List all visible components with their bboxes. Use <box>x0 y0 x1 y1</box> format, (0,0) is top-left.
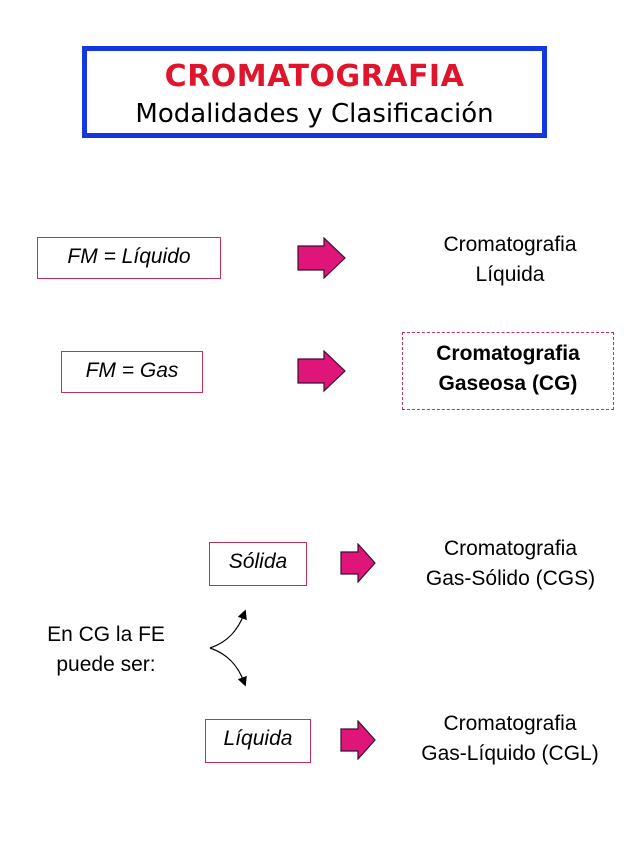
fe-question: En CG la FE puede ser: <box>18 620 194 680</box>
result-liquid: Cromatografia Líquida <box>395 230 625 290</box>
result-solid-line2: Gas-Sólido (CGS) <box>425 567 596 590</box>
fe-liquid-box: Líquida <box>205 719 311 763</box>
page-title: CROMATOGRAFIA <box>164 59 465 94</box>
result-liquid-line1: Cromatografia <box>443 233 577 256</box>
fe-solid-label: Sólida <box>228 550 288 573</box>
result-solid: Cromatografia Gas-Sólido (CGS) <box>388 534 633 594</box>
fe-question-line2: puede ser: <box>56 653 156 676</box>
result-gas-box: Cromatografia Gaseosa (CG) <box>402 332 614 410</box>
right-block-arrow-icon <box>340 543 376 583</box>
result-solid-line1: Cromatografia <box>443 537 578 560</box>
branch-arrows-icon <box>209 609 247 687</box>
fm-gas-label: FM = Gas <box>85 359 179 382</box>
title-box: CROMATOGRAFIA Modalidades y Clasificació… <box>82 46 547 138</box>
fe-question-line1: En CG la FE <box>47 623 165 646</box>
result-gl: Cromatografia Gas-Líquido (CGL) <box>385 709 635 769</box>
page-subtitle: Modalidades y Clasificación <box>135 99 494 129</box>
result-gas-line1: Cromatografia <box>436 342 580 365</box>
result-gl-line2: Gas-Líquido (CGL) <box>421 742 599 765</box>
right-block-arrow-icon <box>297 237 346 279</box>
fe-liquid-label: Líquida <box>223 727 293 750</box>
result-liquid-line2: Líquida <box>475 263 545 286</box>
result-gas-line2: Gaseosa (CG) <box>438 372 578 395</box>
fm-liquid-box: FM = Líquido <box>37 237 221 279</box>
fm-gas-box: FM = Gas <box>61 351 203 393</box>
fe-solid-box: Sólida <box>209 542 307 586</box>
right-block-arrow-icon <box>297 350 346 392</box>
fm-liquid-label: FM = Líquido <box>67 245 191 268</box>
result-gl-line1: Cromatografia <box>443 712 577 735</box>
right-block-arrow-icon <box>340 720 376 760</box>
